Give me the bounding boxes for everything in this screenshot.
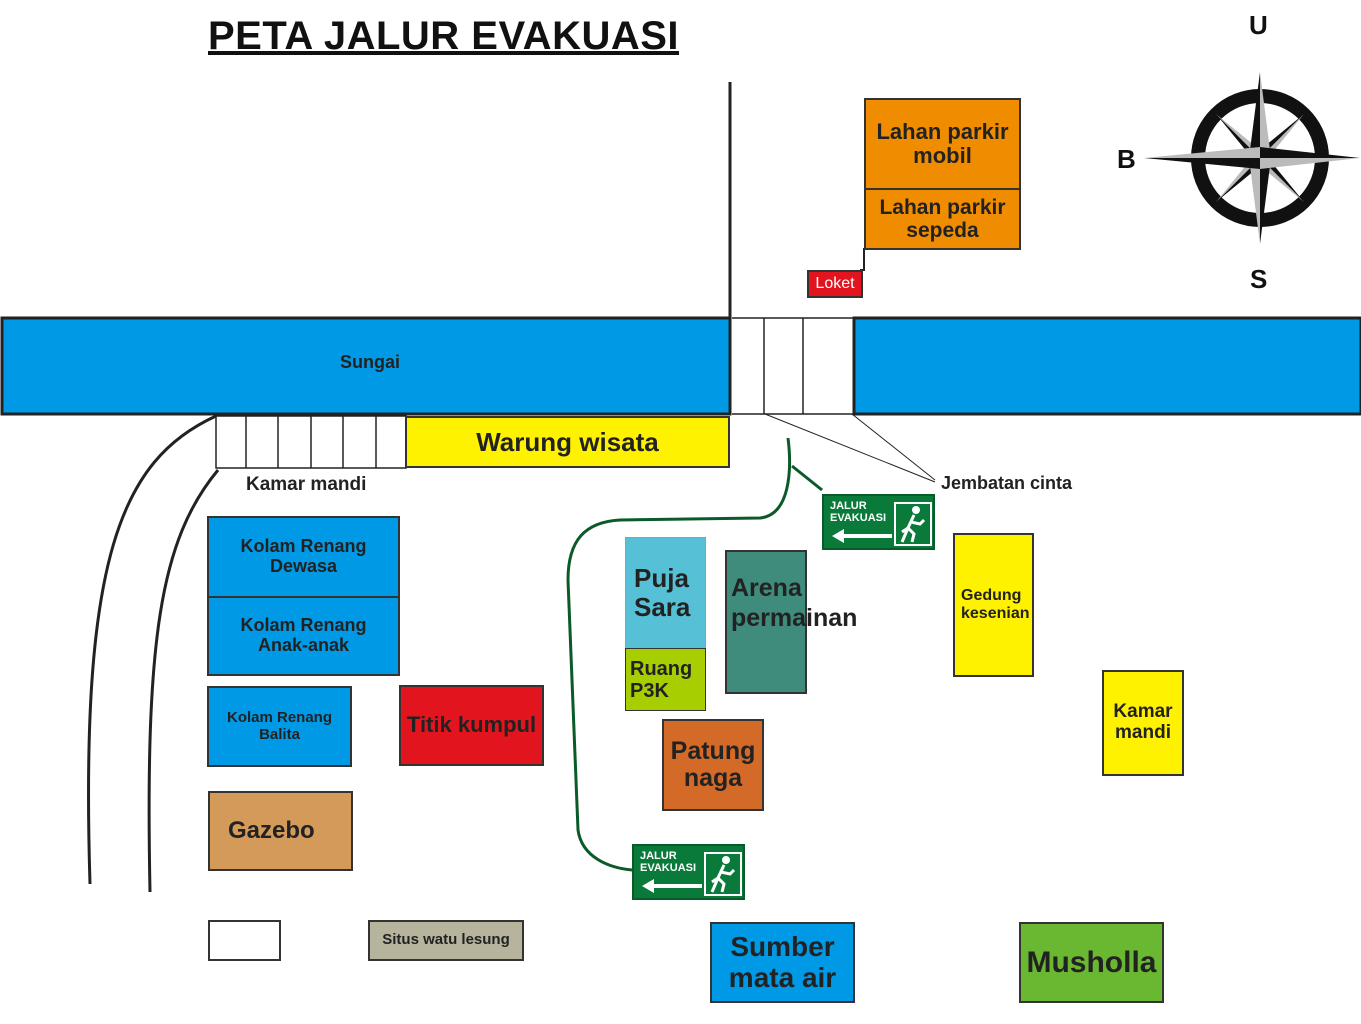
river-left bbox=[0, 316, 732, 416]
bicycle-parking: Lahan parkir sepeda bbox=[864, 188, 1021, 250]
bathroom-walkway bbox=[215, 415, 407, 469]
left-road-outer bbox=[87, 414, 217, 885]
exit-sign-top: JALUR EVAKUASI bbox=[822, 494, 935, 550]
bathroom-2: Kamar mandi bbox=[1102, 670, 1184, 776]
game-arena-label: Arena permainan bbox=[731, 574, 858, 632]
compass-west-label: B bbox=[1117, 144, 1136, 174]
musholla: Musholla bbox=[1019, 922, 1164, 1003]
river-label: Sungai bbox=[339, 352, 400, 372]
adult-pool: Kolam Renang Dewasa bbox=[207, 516, 400, 598]
evacuation-route-branch bbox=[791, 464, 823, 492]
gazebo: Gazebo bbox=[208, 791, 353, 871]
bridge bbox=[732, 317, 855, 415]
bathroom-label-1: Kamar mandi bbox=[246, 474, 367, 495]
game-arena bbox=[725, 550, 807, 694]
river-right bbox=[852, 316, 1361, 416]
children-pool: Kolam Renang Anak-anak bbox=[207, 596, 400, 676]
puja-sara: Puja Sara bbox=[625, 537, 706, 649]
arrow-left-icon bbox=[832, 529, 892, 543]
compass-south-label: S bbox=[1250, 264, 1268, 294]
evacuation-route bbox=[566, 437, 791, 872]
warung-wisata: Warung wisata bbox=[405, 416, 730, 468]
exit-sign-bottom: JALUR EVAKUASI bbox=[632, 844, 745, 900]
arrow-left-icon bbox=[642, 879, 702, 893]
assembly-point: Titik kumpul bbox=[399, 685, 544, 766]
toddler-pool: Kolam Renang Balita bbox=[207, 686, 352, 767]
exit-sign-text: JALUR EVAKUASI bbox=[640, 850, 697, 874]
exit-sign-text: JALUR EVAKUASI bbox=[830, 500, 887, 524]
ticket-booth: Loket bbox=[807, 270, 863, 298]
spring-source: Sumber mata air bbox=[710, 922, 855, 1003]
running-man-icon bbox=[894, 502, 932, 546]
left-road-inner bbox=[147, 469, 220, 893]
car-parking: Lahan parkir mobil bbox=[864, 98, 1021, 190]
watu-lesung-site: Situs watu lesung bbox=[368, 920, 524, 961]
map-title: PETA JALUR EVAKUASI bbox=[208, 14, 680, 58]
dragon-statue: Patung naga bbox=[662, 719, 764, 811]
running-man-icon bbox=[704, 852, 742, 896]
first-aid-room: Ruang P3K bbox=[625, 648, 706, 711]
compass-north-label: U bbox=[1249, 10, 1268, 40]
blank-plot bbox=[208, 920, 281, 961]
bridge-label: Jembatan cinta bbox=[941, 473, 1073, 493]
arts-building: Gedung kesenian bbox=[953, 533, 1034, 677]
compass-rose-icon bbox=[1144, 72, 1360, 244]
